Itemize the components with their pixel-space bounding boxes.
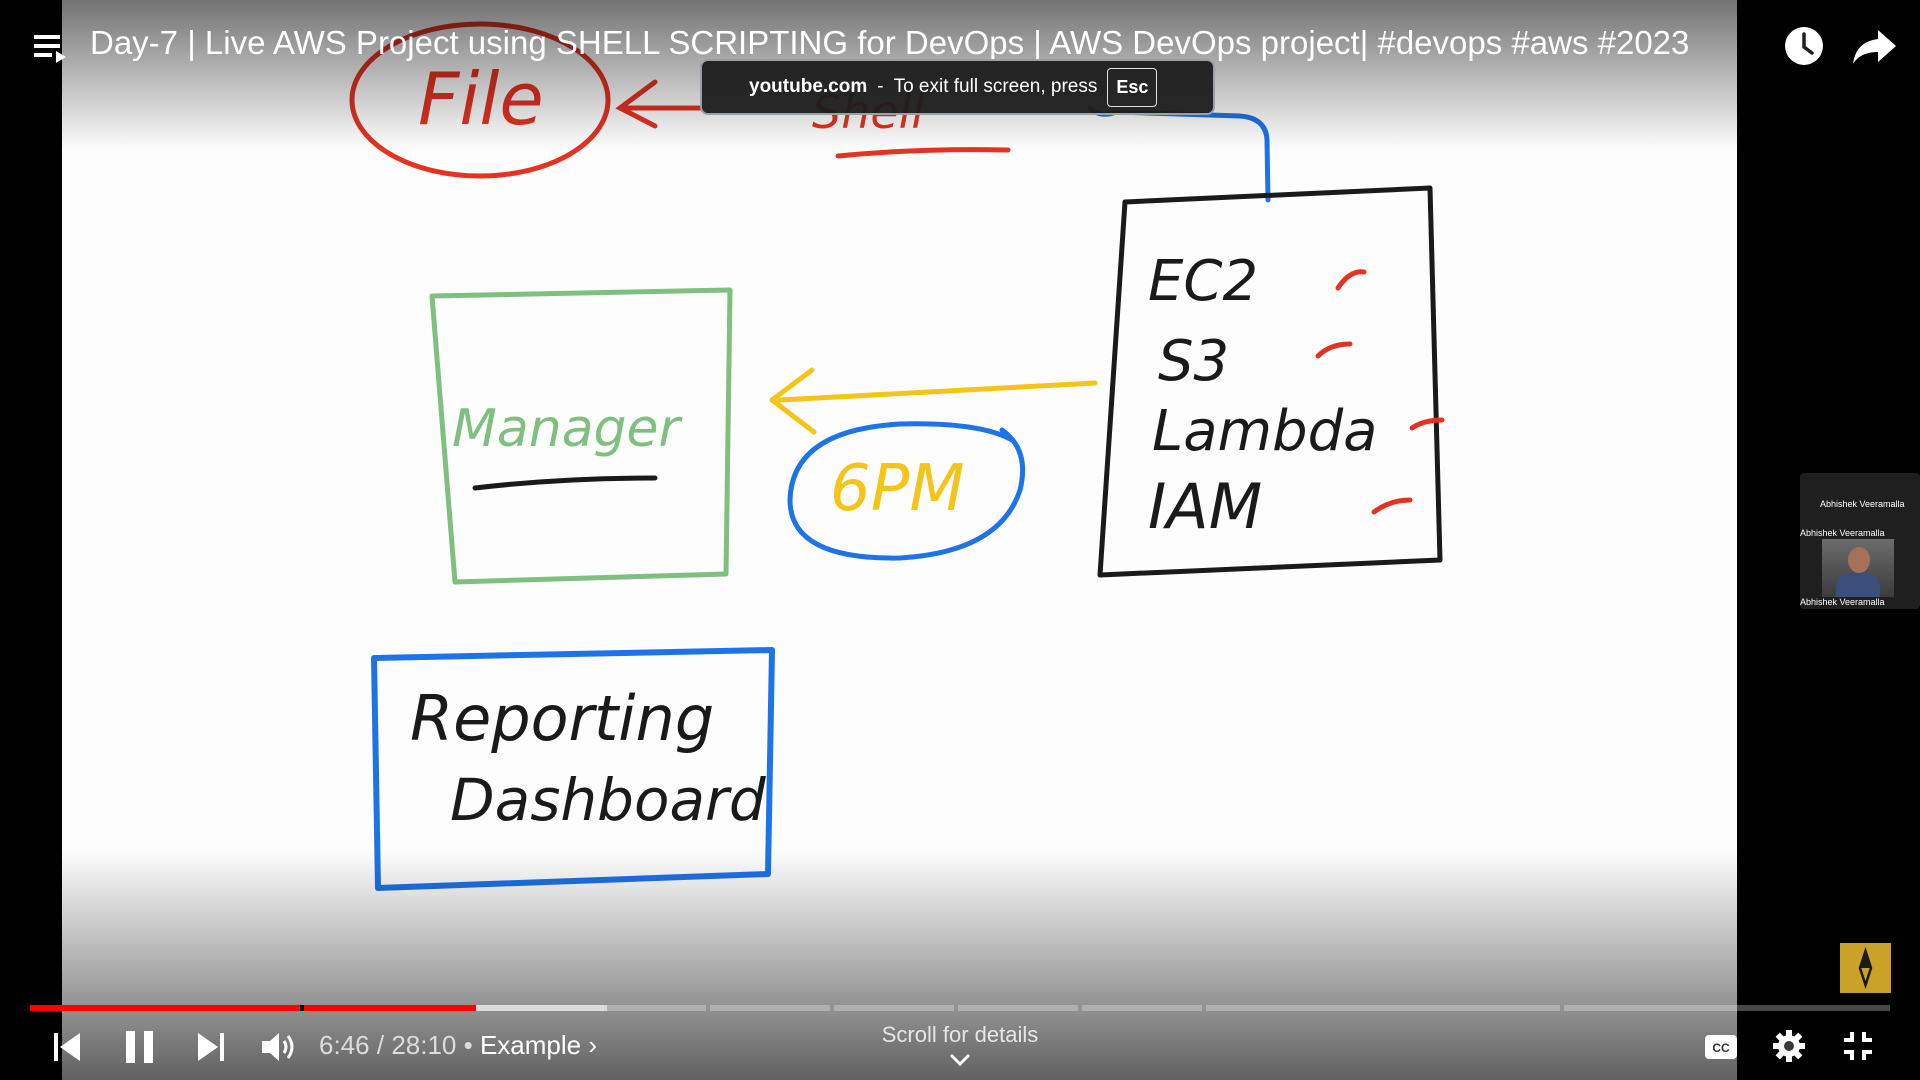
time-display: 6:46 / 28:10 • Example › (319, 1030, 597, 1061)
chapter-segment[interactable] (834, 1005, 954, 1011)
manager-label: Manager (452, 399, 684, 459)
watch-later-icon[interactable] (1782, 24, 1826, 68)
arrow-to-file (615, 79, 703, 129)
current-time: 6:46 (319, 1030, 370, 1060)
duration: 28:10 (391, 1030, 457, 1060)
webcam-label-top: Abhishek Veeramalla (1820, 499, 1905, 509)
chapter-segment[interactable] (1206, 1005, 1560, 1011)
webcam-overlay: Abhishek Veeramalla Abhishek Veeramalla … (1800, 473, 1920, 609)
services-box (1097, 185, 1443, 578)
captions-icon[interactable]: CC (1704, 1033, 1738, 1061)
progress-bar[interactable] (30, 1005, 1890, 1011)
toast-esc-key: Esc (1107, 67, 1158, 107)
dashboard-line2: Dashboard (450, 766, 767, 834)
played-bar (30, 1005, 477, 1011)
toast-separator: - (877, 76, 884, 97)
webcam-label-bottom: Abhishek Veeramalla (1800, 597, 1885, 607)
lambda-check (1409, 417, 1445, 431)
shell-underline (835, 147, 1011, 159)
manager-box (429, 287, 733, 585)
menu-icon[interactable] (30, 28, 70, 68)
ec2-check (1335, 269, 1367, 291)
share-icon[interactable] (1850, 24, 1898, 68)
manager-underline (472, 475, 658, 491)
volume-icon[interactable] (260, 1030, 298, 1064)
chapter-segment[interactable] (1082, 1005, 1202, 1011)
time-separator: / (376, 1030, 385, 1060)
time-label: 6PM (830, 452, 965, 526)
exit-fullscreen-icon[interactable] (1842, 1030, 1874, 1062)
presenter-face (1848, 547, 1870, 573)
file-label: File (418, 57, 544, 141)
chevron-down-icon[interactable] (948, 1052, 972, 1068)
toast-message: To exit full screen, press (893, 76, 1098, 97)
chapter-segment[interactable] (710, 1005, 830, 1011)
service-iam: IAM (1148, 470, 1262, 543)
webcam-label-mid: Abhishek Veeramalla (1800, 528, 1885, 538)
toast-site: youtube.com (749, 76, 868, 97)
presenter-body (1836, 573, 1880, 597)
iam-check (1371, 497, 1413, 515)
service-s3: S3 (1158, 329, 1229, 394)
compass-icon (1858, 946, 1873, 990)
presenter-video (1822, 539, 1894, 597)
arrow-to-manager (769, 367, 1098, 435)
chapter-segment[interactable] (958, 1005, 1078, 1011)
scroll-for-details[interactable]: Scroll for details (881, 1022, 1039, 1047)
time-ellipse (787, 421, 1026, 561)
s3-check (1315, 341, 1353, 359)
video-title[interactable]: Day-7 | Live AWS Project using SHELL SCR… (90, 24, 1690, 61)
pause-icon[interactable] (124, 1028, 156, 1066)
chapter-bullet: • (463, 1030, 473, 1060)
service-ec2: EC2 (1148, 249, 1258, 314)
svg-text:CC: CC (1712, 1041, 1730, 1055)
service-lambda: Lambda (1152, 399, 1377, 464)
fullscreen-toast: youtube.com - To exit full screen, press… (700, 59, 1215, 115)
settings-icon[interactable] (1772, 1028, 1806, 1064)
next-icon[interactable] (196, 1030, 226, 1064)
dashboard-line1: Reporting (410, 682, 714, 755)
chapter-gap (300, 1005, 304, 1011)
shell-to-services-line (1087, 105, 1271, 203)
compass-button[interactable] (1840, 943, 1891, 993)
previous-icon[interactable] (52, 1030, 82, 1064)
chapter-title[interactable]: Example › (479, 1030, 598, 1060)
chapter-segment[interactable] (1564, 1005, 1890, 1011)
